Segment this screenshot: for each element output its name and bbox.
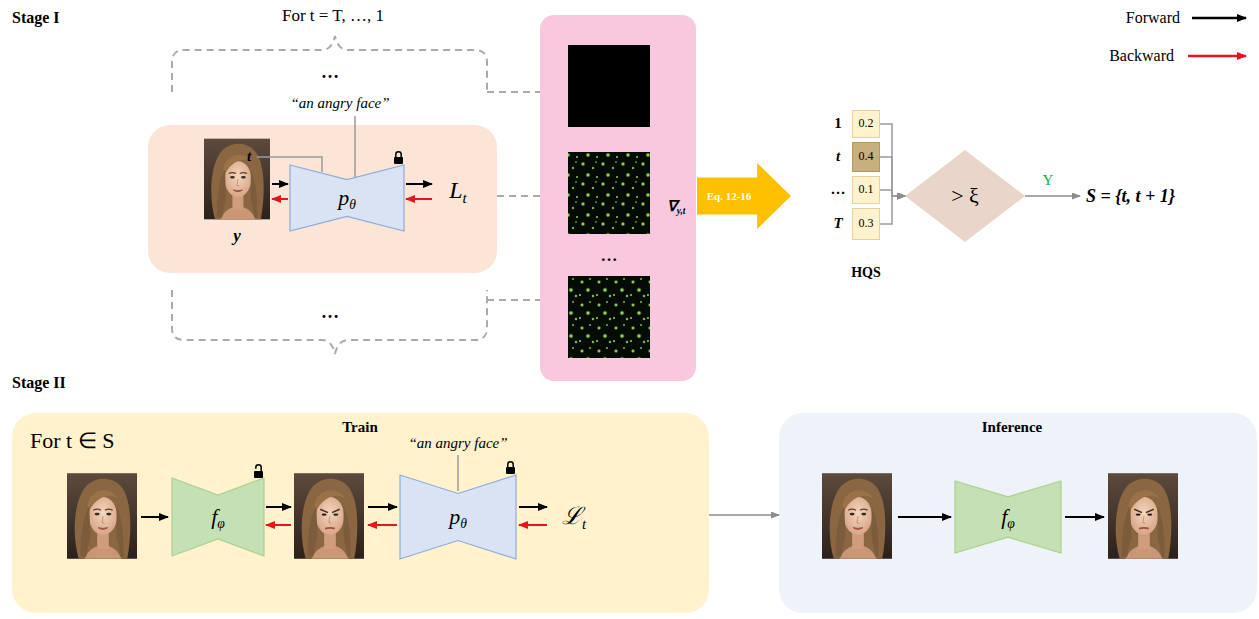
timestep-label: t [247,148,251,165]
ellipsis: … [321,302,339,323]
leader-line [487,299,540,301]
prompt-text: “an angry face” [408,435,507,452]
threshold: > ξ [951,183,979,208]
score-value: 0.4 [859,150,874,164]
score-value: 0.3 [859,217,874,231]
block-arrow: Eq. 12-16 [697,163,791,229]
merge-arrow [880,190,905,196]
gradient-label: ∇y,t [667,198,686,215]
hqs-column: 0.20.40.10.3HQS [852,108,880,242]
loss-label: ℒt [562,503,586,531]
image-caption: y [233,226,241,246]
leader-line [497,195,540,197]
equation-ref: Eq. 12-16 [707,190,752,203]
branch-label: Y [1043,172,1054,189]
panel-title: Inference [982,419,1043,436]
row-label: t [836,148,840,165]
legend-label: Backward [1109,47,1174,65]
loop-label: For t ∈ S [30,428,114,453]
bracket [172,290,487,354]
editor-network: fφ [172,478,264,556]
legend-label: Forward [1126,9,1180,27]
flow-arrow [709,514,779,516]
row-label: … [831,181,846,198]
score-cell: 0.3 [852,208,880,240]
image-node: y [204,138,270,246]
gradient-panel: ∇y,t … [540,15,696,381]
score-cell: 0.2 [852,110,880,138]
panel-title: Train [342,419,378,436]
block-arrow-shape [697,163,791,229]
editor-network-shape [172,478,264,556]
score-value: 0.2 [859,117,874,131]
model-name: pθ [338,185,356,210]
bracket [172,36,487,92]
diffusion-model: pθ [400,475,516,559]
diffusion-model-shape [290,165,404,231]
row-label: T [833,215,842,232]
diffusion-model: pθ [290,165,404,231]
stage-title: Stage I [12,9,60,27]
stage-panel: ypθ“an angry face”t [148,125,497,273]
merge-arrow [880,124,905,196]
stage-title: Stage II [12,374,66,392]
yes-arrow [1025,195,1080,197]
score-cell: 0.4 [852,142,880,172]
legend-arrow [1188,55,1246,58]
model-name: pθ [449,504,467,529]
ellipsis: … [601,246,618,266]
decision-diamond-shape [905,150,1025,242]
inference-panel: fφ Inference [779,413,1257,613]
column-title: HQS [851,265,881,281]
editor-network-shape [955,481,1061,553]
model-name: fφ [1001,504,1015,529]
ellipsis: … [321,62,339,83]
loss-label: Lt [449,177,467,205]
editor-network: fφ [955,481,1061,553]
merge-arrow [880,157,905,196]
legend-arrow [1192,17,1246,20]
diffusion-model-shape [400,475,516,559]
row-label: 1 [834,115,842,132]
leader-line [487,91,540,93]
merge-arrow [880,196,905,224]
score-cell: 0.1 [852,176,880,204]
decision-diamond: > ξ [905,150,1025,242]
score-value: 0.1 [859,183,874,197]
train-panel: fφ pθ TrainFor t ∈ S “an angry face” [12,413,709,613]
result-set: S = {t, t + 1} [1086,186,1175,207]
model-name: fφ [211,504,225,529]
loop-label: For t = T, …, 1 [282,6,384,26]
prompt-text: “an angry face” [290,95,389,112]
